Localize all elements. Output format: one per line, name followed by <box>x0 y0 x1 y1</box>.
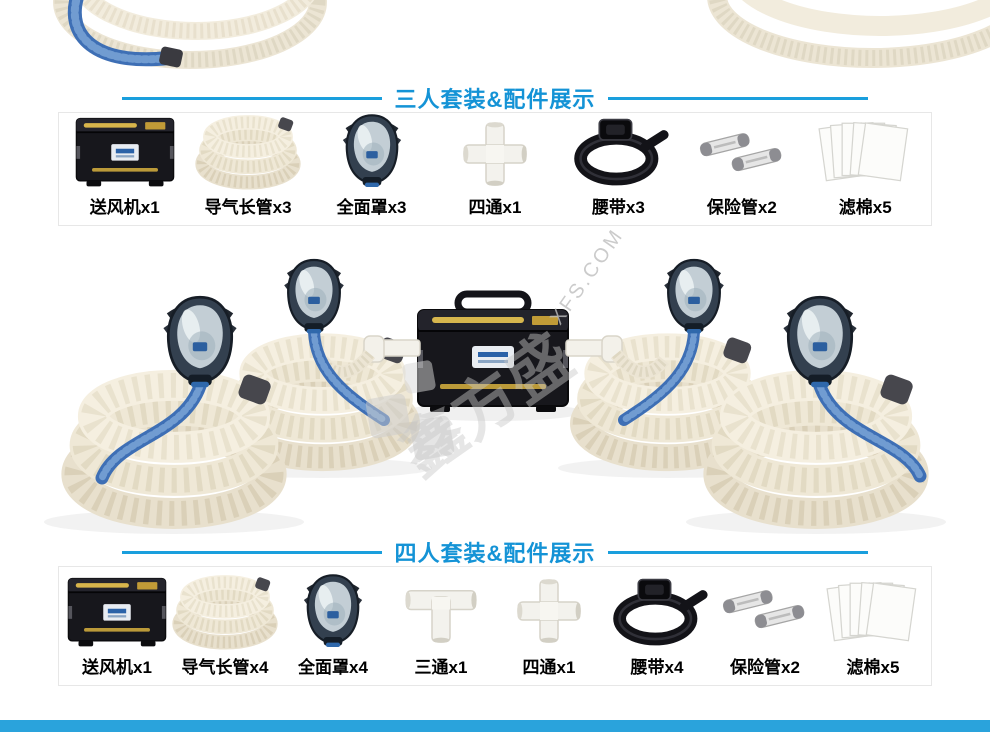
tube-connector <box>159 46 183 68</box>
item-filter-cotton: 滤棉x5 <box>804 118 927 225</box>
item-label: 全面罩x3 <box>336 198 407 217</box>
item-label: 腰带x3 <box>591 198 645 217</box>
full-face-mask-photo-3 <box>666 260 722 333</box>
air-hose-coil-icon <box>190 103 306 190</box>
four-way-connector-icon <box>504 572 594 650</box>
item-fuse-tube: 保险管x2 <box>680 118 803 225</box>
item-blower-fan: 送风机x1 <box>63 118 186 225</box>
section-header-four-person: 四人套装&配件展示 <box>0 538 990 566</box>
item-label: 四通x1 <box>468 198 522 217</box>
air-hose-coil-icon <box>167 563 283 650</box>
item-label: 三通x1 <box>414 658 468 677</box>
item-three-way-connector: 三通x1 <box>387 572 495 685</box>
title-line-left <box>121 96 382 100</box>
item-label: 导气长管x3 <box>204 198 292 217</box>
waist-belt-icon <box>567 112 669 190</box>
title-line-left <box>121 550 382 554</box>
three-way-connector-icon <box>396 572 486 650</box>
item-air-hose: 导气长管x4 <box>171 572 279 685</box>
item-label: 送风机x1 <box>82 658 152 677</box>
item-label: 送风机x1 <box>89 198 160 217</box>
fuse-tube-icon <box>691 118 793 190</box>
item-label: 腰带x4 <box>630 658 684 677</box>
item-waist-belt: 腰带x4 <box>603 572 711 685</box>
title-line-right <box>608 550 869 554</box>
four-way-connector-icon <box>450 118 540 190</box>
four-person-items-row: 送风机x1 导气长管x4 全面罩x4 三通x1 四通x1 腰带x4 保险管x2 <box>58 566 932 686</box>
item-blower-fan: 送风机x1 <box>63 572 171 685</box>
item-label: 四通x1 <box>522 658 576 677</box>
item-label: 滤棉x5 <box>846 658 900 677</box>
item-label: 保险管x2 <box>730 658 800 677</box>
item-full-face-mask: 全面罩x4 <box>279 572 387 685</box>
hose-coil-photo-1 <box>77 373 273 514</box>
fuse-tube-icon <box>714 572 816 650</box>
filter-cotton-icon <box>824 572 922 650</box>
full-face-mask-photo-2 <box>286 260 342 333</box>
hose-coil-photo-left <box>53 0 327 69</box>
section-header-three-person: 三人套装&配件展示 <box>0 84 990 112</box>
item-label: 滤棉x5 <box>838 198 892 217</box>
item-air-hose: 导气长管x3 <box>186 118 309 225</box>
top-photo-strip <box>53 0 990 69</box>
next-section-banner-edge <box>0 720 990 732</box>
waist-belt-icon <box>606 572 708 650</box>
three-person-items-row: 送风机x1 导气长管x3 全面罩x3 四通x1 腰带x3 保险管x2 滤棉x5 <box>58 112 932 226</box>
three-person-section-title: 三人套装&配件展示 <box>394 87 596 112</box>
item-fuse-tube: 保险管x2 <box>711 572 819 685</box>
xfs-logo-squares <box>365 360 455 461</box>
watermark-site: XFS.COM <box>546 226 628 329</box>
full-face-mask-icon <box>329 108 415 190</box>
four-person-section-title: 四人套装&配件展示 <box>394 541 596 566</box>
item-four-way-connector: 四通x1 <box>495 572 603 685</box>
item-full-face-mask: 全面罩x3 <box>310 118 433 225</box>
blower-machine-icon <box>70 113 180 190</box>
title-line-right <box>608 96 869 100</box>
blower-machine-icon <box>62 572 172 650</box>
four-person-set-photo: XFS.COM 鑫方盛 <box>44 226 946 534</box>
item-waist-belt: 腰带x3 <box>557 118 680 225</box>
filter-cotton-icon <box>816 112 914 190</box>
hose-coil-photo-right <box>707 0 990 68</box>
item-label: 全面罩x4 <box>298 658 368 677</box>
item-label: 保险管x2 <box>706 198 777 217</box>
full-face-mask-icon <box>290 568 376 650</box>
item-filter-cotton: 滤棉x5 <box>819 572 927 685</box>
blower-unit-photo <box>417 290 569 412</box>
item-four-way-connector: 四通x1 <box>433 118 556 225</box>
item-label: 导气长管x4 <box>181 658 269 677</box>
